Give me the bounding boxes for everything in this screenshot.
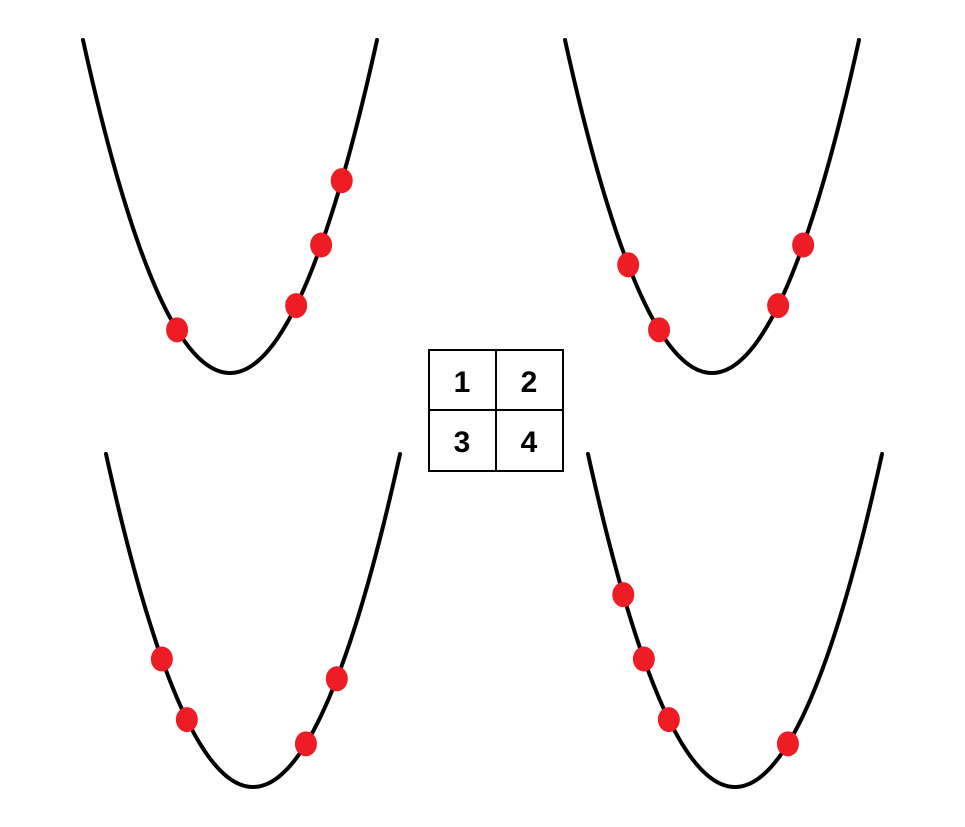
red-dot-2-1 (617, 252, 640, 278)
parabola-curve-4 (586, 452, 884, 790)
red-dot-4-1 (612, 582, 635, 608)
panel-4 (586, 452, 884, 790)
legend-cell-3: 3 (454, 426, 471, 459)
panel-3 (104, 452, 402, 790)
legend-cell-4: 4 (521, 426, 538, 459)
legend-cell-2: 2 (521, 366, 538, 399)
red-dot-3-3 (294, 731, 317, 757)
red-dot-1-1 (166, 317, 189, 343)
red-dot-1-4 (330, 168, 353, 194)
parabola-curve-1 (81, 38, 379, 376)
red-dot-2-3 (767, 293, 790, 319)
parabola-panels (81, 38, 884, 790)
red-dot-1-3 (310, 232, 333, 258)
parabola-curve-2 (563, 38, 861, 376)
red-dot-3-2 (175, 707, 198, 733)
legend-cell-1: 1 (454, 366, 471, 399)
panel-1 (81, 38, 379, 376)
red-dot-4-4 (776, 731, 799, 757)
red-dot-3-1 (150, 646, 173, 672)
red-dot-4-2 (632, 646, 655, 672)
red-dot-1-2 (285, 293, 308, 319)
red-dot-3-4 (325, 666, 348, 692)
red-dot-2-2 (648, 317, 671, 343)
panel-2 (563, 38, 861, 376)
parabola-curve-3 (104, 452, 402, 790)
red-dot-4-3 (657, 707, 680, 733)
red-dot-2-4 (792, 232, 815, 258)
legend-grid: 1 2 3 4 (428, 349, 564, 472)
